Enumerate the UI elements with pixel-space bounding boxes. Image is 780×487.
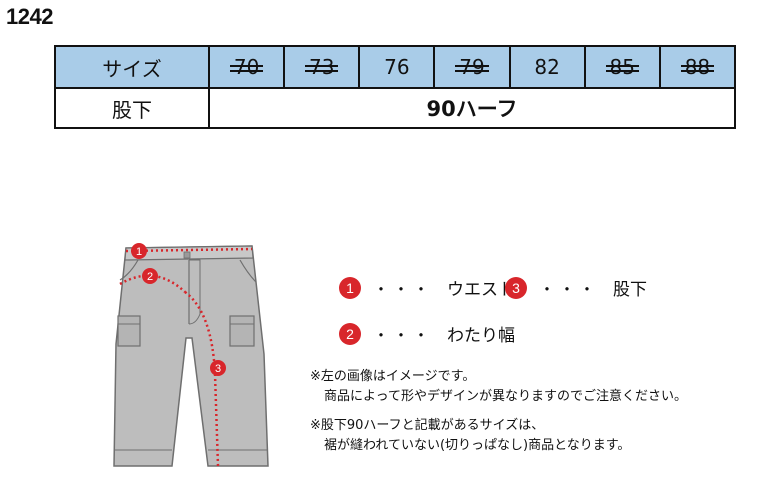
size-value-struck: 70 (229, 55, 264, 79)
size-label: サイズ (54, 45, 210, 89)
inseam-value: 90ハーフ (426, 97, 518, 121)
marker-icon: 1 (339, 276, 361, 299)
size-cell: 88 (658, 45, 737, 89)
size-cell: 70 (207, 45, 286, 89)
legend-dots: ・・・ (373, 325, 434, 345)
note-inseam: ※股下90ハーフと記載があるサイズは、 裾が縫われていない(切りっぱなし)商品と… (310, 416, 630, 456)
marker-1: 1 (131, 243, 147, 259)
note-line: 商品によって形やデザインが異なりますのでご注意ください。 (324, 389, 687, 404)
legend-waist: 1 ・・・ ウエスト (339, 275, 515, 300)
size-cell: 73 (283, 45, 361, 89)
marker-3: 3 (210, 360, 226, 376)
size-cell: 79 (433, 45, 511, 89)
size-value-struck: 85 (605, 55, 640, 79)
marker-icon: 2 (339, 322, 361, 345)
marker-1-label: 1 (136, 246, 142, 258)
marker-icon: 3 (505, 276, 527, 299)
note-line: ※股下90ハーフと記載があるサイズは、 (310, 418, 545, 433)
note-line: 裾が縫われていない(切りっぱなし)商品となります。 (324, 438, 631, 453)
marker-3-label: 3 (215, 363, 221, 375)
size-value-struck: 88 (680, 55, 715, 79)
size-cell: 76 (358, 45, 436, 89)
inseam-label: 股下 (54, 87, 210, 129)
size-value: 76 (384, 55, 410, 79)
legend-dots: ・・・ (539, 279, 600, 299)
legend-label: ウエスト (447, 280, 516, 300)
note-image: ※左の画像はイメージです。 商品によって形やデザインが異なりますのでご注意くださ… (310, 367, 687, 407)
marker-2-label: 2 (147, 271, 153, 283)
legend-dots: ・・・ (373, 279, 434, 299)
pants-illustration: 1 2 3 (113, 243, 269, 467)
size-cell: 82 (508, 45, 586, 89)
legend-label: 股下 (613, 280, 648, 300)
size-row: サイズ 70 73 76 79 82 85 88 (54, 45, 737, 89)
inseam-cell: 90ハーフ (208, 87, 736, 129)
legend-label: わたり幅 (447, 326, 516, 346)
size-table: サイズ 70 73 76 79 82 85 88 股下 90ハーフ (54, 45, 737, 129)
size-cell: 85 (583, 45, 661, 89)
legend-inseam: 3 ・・・ 股下 (505, 275, 647, 300)
inseam-row: 股下 90ハーフ (54, 87, 736, 129)
legend-thigh: 2 ・・・ わたり幅 (339, 321, 515, 346)
size-value: 82 (534, 55, 560, 79)
pants-body (113, 245, 269, 467)
size-value-struck: 73 (304, 55, 339, 79)
marker-2: 2 (142, 268, 158, 284)
product-code: 1242 (6, 4, 53, 29)
size-value-struck: 79 (455, 55, 490, 79)
note-line: ※左の画像はイメージです。 (310, 369, 476, 384)
